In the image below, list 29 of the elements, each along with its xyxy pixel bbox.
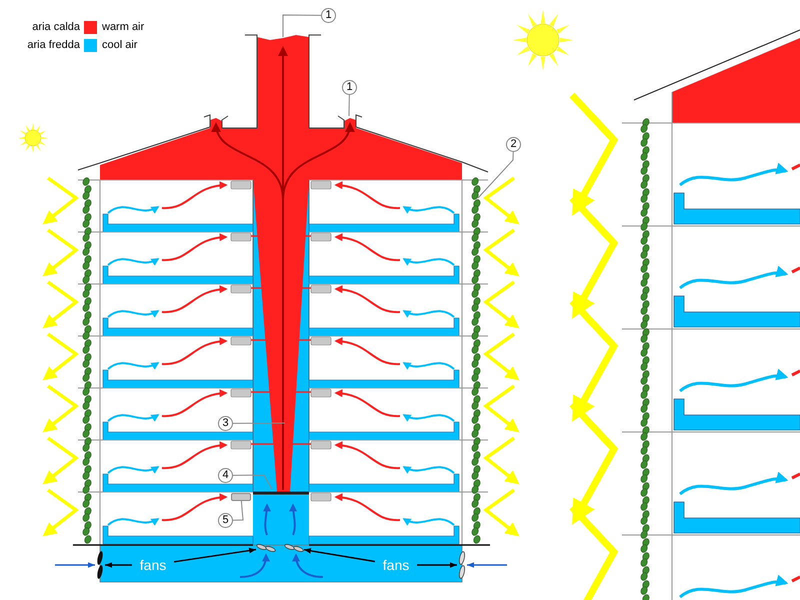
arrow <box>467 562 507 568</box>
fan-icon <box>256 543 276 553</box>
arrow <box>105 562 132 568</box>
callout-number: 3 <box>218 416 233 431</box>
callout-number: 1 <box>342 80 357 95</box>
fan-label: fans <box>132 555 174 575</box>
leader-line <box>282 14 322 38</box>
leader-line <box>232 500 244 521</box>
fan-label: fans <box>375 555 417 575</box>
leader-line <box>232 474 272 490</box>
arrow <box>55 562 95 568</box>
arrow <box>304 548 376 562</box>
italian-term: aria calda <box>32 20 80 34</box>
callout-number: 4 <box>218 468 233 483</box>
fan-icon <box>95 551 105 579</box>
leader-line <box>232 422 286 424</box>
legend-label: cool air <box>102 38 138 52</box>
fan-icon <box>457 551 467 579</box>
leader-line <box>478 152 514 198</box>
callout-number: 5 <box>218 513 233 528</box>
callout-number: 2 <box>506 137 521 152</box>
fan-icon <box>284 543 304 553</box>
callout-number: 1 <box>321 8 336 23</box>
leader-line <box>348 94 350 116</box>
legend-label: warm air <box>102 20 144 34</box>
arrow <box>417 562 457 568</box>
arrow <box>174 548 256 563</box>
italian-term: aria fredda <box>27 38 80 52</box>
air-vent <box>231 493 251 501</box>
